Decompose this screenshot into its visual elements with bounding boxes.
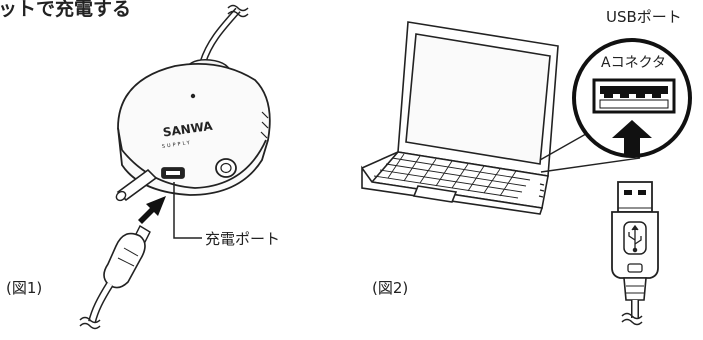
usb-port-label: USBポート [606,8,682,26]
wavy-break-mark [227,4,249,18]
usb-hub-device [117,63,271,196]
figure1-caption: (図1) [6,279,42,297]
usb-a-plug [611,181,659,326]
top-cable [199,4,249,64]
callout-line [173,182,202,239]
a-connector-label: Aコネクタ [601,55,666,71]
wavy-break-mark [79,316,101,330]
brand-sub-logo: SUPPLY [162,140,193,150]
insert-arrow [138,196,166,224]
figure1: SANWA SUPPLY 充電ポート (図1) [6,4,280,330]
micro-usb-cable [79,225,151,330]
wavy-break-mark [621,312,643,326]
touchpad [412,185,458,203]
figure2: USBポート Aコネクタ [361,8,692,326]
charging-port-label: 充電ポート [205,230,280,248]
laptop [361,21,559,215]
heading-fragment: ットで充電する [0,0,131,20]
figure2-caption: (図2) [372,279,408,297]
keyboard [373,153,531,199]
usb-a-port [592,78,676,114]
usb-trident-icon [628,224,642,253]
insert-arrow [612,120,652,156]
brand-logo: SANWA [162,119,214,140]
